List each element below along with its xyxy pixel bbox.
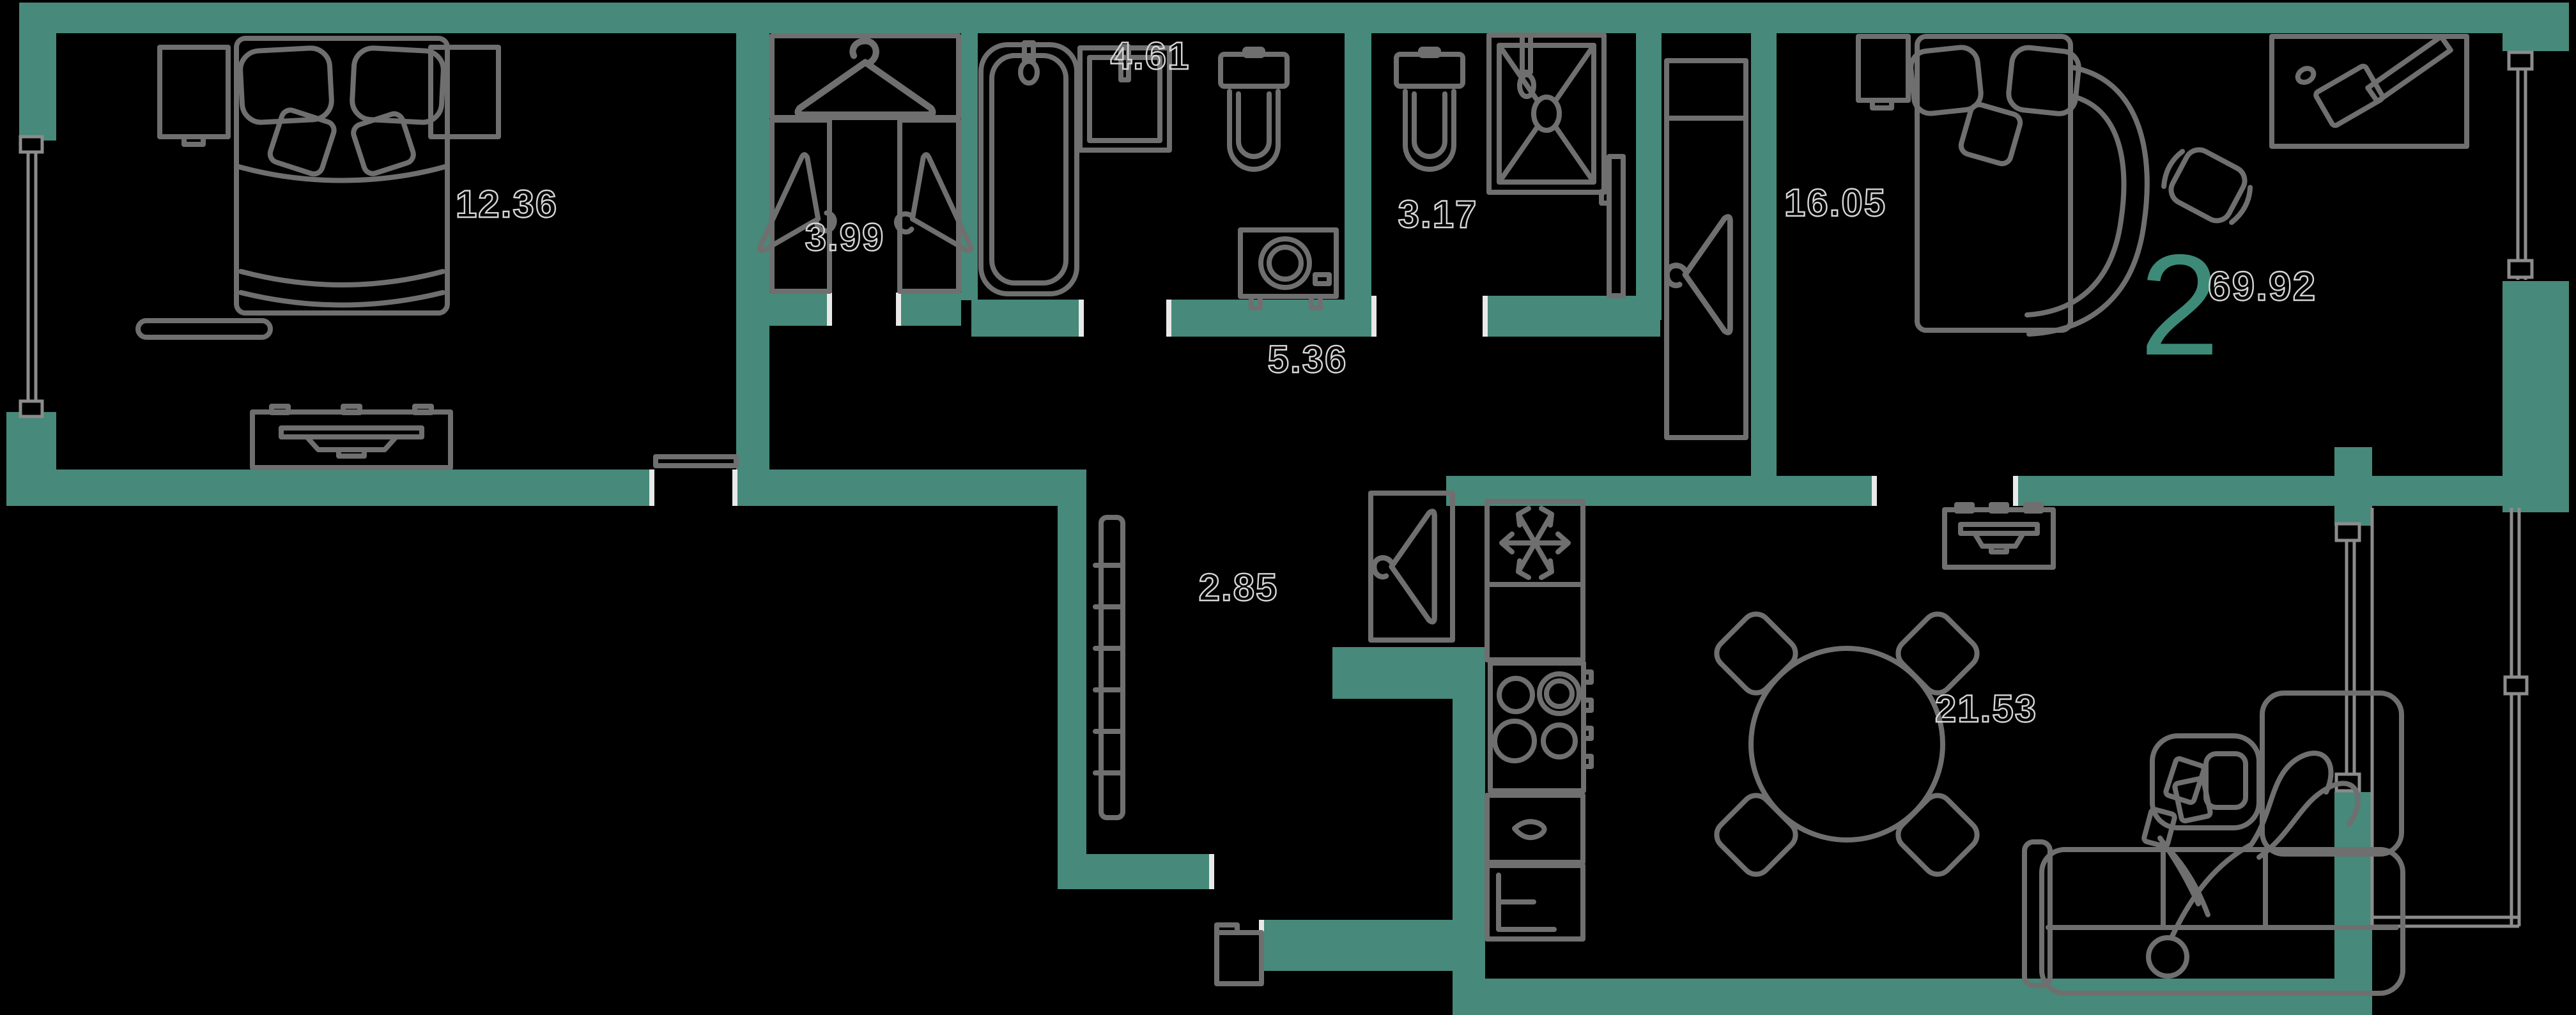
bathtub-icon (978, 40, 1079, 296)
window-bedroom2-icon (2507, 50, 2534, 280)
area-label-bedroom-2: 16.05 (1784, 181, 1886, 224)
coffee-table-icon (2150, 733, 2262, 830)
nightstand-icon (428, 45, 501, 139)
door-leaf-icon (1599, 154, 1626, 298)
tv-dresser-icon (250, 404, 453, 470)
bathroom-furniture (978, 40, 1339, 310)
wall-corridor-left (1058, 506, 1086, 854)
stove-icon (1488, 660, 1594, 793)
wall-bath-bot-l (971, 300, 1079, 337)
living-furniture (1942, 502, 2405, 996)
unit-badge: 2 69.92 (2140, 224, 2317, 385)
window-living-icon (2334, 522, 2361, 793)
wall-living-right-top (2334, 447, 2372, 526)
sink-cabinet-icon (1485, 793, 1585, 865)
toilet-icon (1218, 47, 1290, 172)
area-label-corridor: 2.85 (1199, 566, 1279, 609)
fridge-icon (1485, 499, 1585, 587)
nightstand-icon (1856, 34, 1911, 111)
shelf-icon (135, 318, 273, 340)
dining-set (1714, 611, 1980, 877)
radiator-icon (1093, 515, 1125, 820)
area-label-kitchen-living: 21.53 (1935, 687, 2037, 730)
washing-machine-icon (1238, 227, 1339, 310)
unit-rooms-count: 2 (2140, 224, 2219, 385)
desk-icon (2269, 34, 2469, 149)
wall-top (19, 3, 2504, 33)
area-label-wc: 3.17 (1398, 193, 1478, 236)
wall-kitchen-bottom (1453, 979, 2334, 1015)
wall-entry-bot (1264, 920, 1453, 971)
wall-bottom-right-b (2018, 476, 2503, 506)
sink-icon (1077, 44, 1172, 153)
office-chair-icon (2161, 147, 2253, 225)
double-bed-icon (1908, 34, 2150, 337)
hanger-icon (1371, 508, 1437, 625)
hanger-icon (1663, 214, 1733, 335)
closet-icon (1664, 58, 1748, 440)
wall-bottom-a (6, 469, 654, 506)
window-left-icon (19, 135, 44, 418)
coat-closet-icon (1368, 491, 1455, 643)
wall-corridor-bot-l (1058, 854, 1214, 889)
loggia-glazing-icon (2370, 508, 2529, 928)
area-label-bathroom: 4.61 (1111, 34, 1191, 77)
bedroom-1-furniture (135, 36, 739, 470)
area-label-hallway: 5.36 (1268, 338, 1348, 381)
wall-left-top (19, 3, 56, 141)
toilet-icon (1394, 47, 1465, 172)
wall-corridor-bot-r (1332, 647, 1485, 699)
corridor-furniture (1093, 491, 1455, 986)
unit-total-area: 69.92 (2208, 263, 2317, 309)
kitchen-cabinet-icon (1485, 582, 1585, 662)
hall-closet-furniture (1663, 58, 1748, 440)
area-label-bedroom-1: 12.36 (456, 183, 558, 225)
double-bed-icon (234, 36, 450, 316)
wc-furniture (1394, 33, 1626, 298)
wall-closet-bed2 (1751, 33, 1777, 476)
shower-icon (1486, 33, 1607, 195)
base-cabinet-icon (1485, 863, 1585, 942)
wall-right-top (2503, 3, 2569, 51)
person-icon (2141, 751, 2361, 979)
wall-living-right-bot (2334, 792, 2372, 1015)
wall-kitchen-left (1453, 699, 1485, 1015)
door-leaf-icon (653, 454, 739, 468)
wall-wardrobe-bot-r (901, 293, 961, 326)
kitchen-furniture (1485, 499, 1594, 942)
area-label-wardrobe: 3.99 (805, 216, 885, 259)
closet-right-icon (897, 118, 961, 294)
wall-bottom-b (736, 469, 1086, 506)
nightstand-icon (157, 45, 231, 147)
room-area-labels: 12.36 3.99 4.61 3.17 5.36 16.05 2.85 21.… (455, 34, 2037, 731)
entry-threshold-icon (1214, 922, 1264, 986)
sofa-icon (2022, 691, 2405, 996)
hanger-icon (757, 152, 837, 253)
wardrobe-room-furniture (757, 33, 974, 294)
hanger-icon (893, 152, 974, 253)
wall-wardrobe-bath (961, 33, 978, 300)
hanger-icon (794, 38, 936, 118)
wall-wardrobe-bot-l (769, 293, 832, 326)
wall-bath-bot-r (1171, 300, 1364, 337)
walls (6, 3, 2569, 1015)
tv-icon (1942, 502, 2056, 570)
windows (19, 50, 2534, 928)
wall-right-mid (2503, 281, 2569, 512)
dining-table-icon (1748, 646, 1945, 843)
door-jambs (649, 293, 2018, 971)
wall-bath-wc (1345, 33, 1371, 337)
wall-wc-bot (1488, 296, 1660, 337)
closet-left-icon (769, 118, 832, 294)
bedroom-2-furniture (1856, 34, 2469, 337)
wall-wc-closet (1636, 33, 1662, 320)
